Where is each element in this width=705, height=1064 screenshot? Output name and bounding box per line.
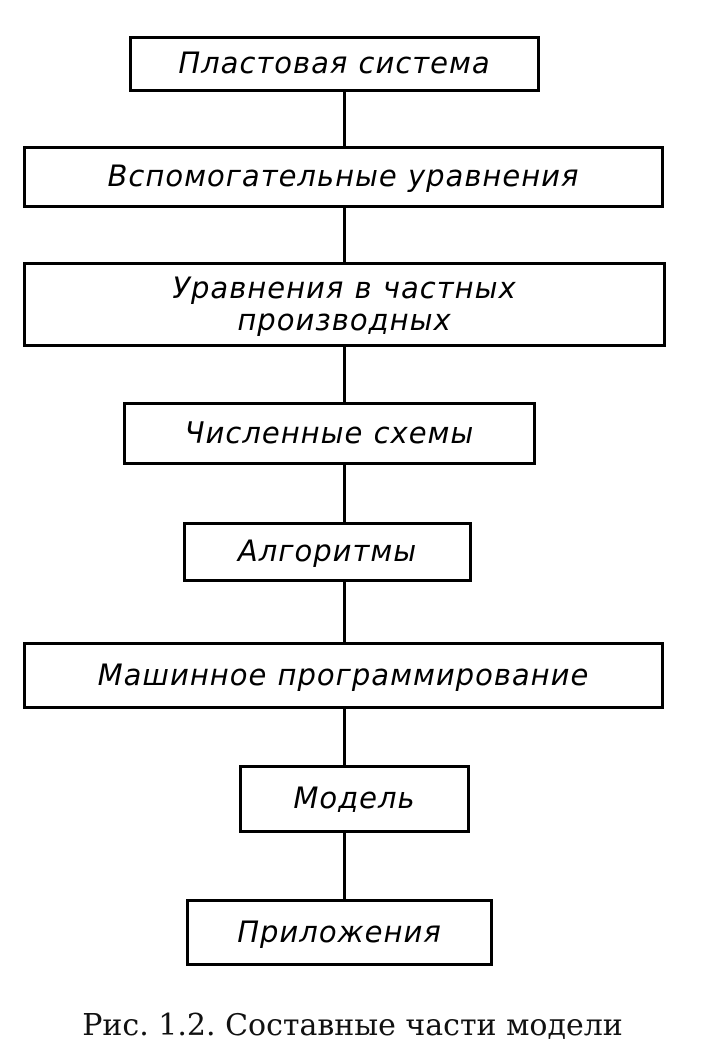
box-numerical-schemes: Численные схемы xyxy=(123,402,536,465)
connector-line xyxy=(343,833,346,899)
box-model: Модель xyxy=(239,765,470,833)
connector-line xyxy=(343,208,346,262)
box-label: Машинное программирование xyxy=(97,657,590,692)
box-label: Вспомогательные уравнения xyxy=(107,159,580,194)
box-label: Численные схемы xyxy=(184,415,475,450)
box-label: Модель xyxy=(293,781,416,816)
box-machine-programming: Машинное программирование xyxy=(23,642,664,709)
box-label-line-1: Уравнения в частных xyxy=(172,270,517,305)
connector-line xyxy=(343,709,346,765)
box-partial-differential-equations: Уравнения в частных производных xyxy=(23,262,666,347)
box-algorithms: Алгоритмы xyxy=(183,522,472,582)
connector-line xyxy=(343,582,346,642)
box-label: Пластовая система xyxy=(178,46,491,81)
box-reservoir-system: Пластовая система xyxy=(129,36,540,92)
connector-line xyxy=(343,347,346,402)
connector-line xyxy=(343,92,346,146)
box-auxiliary-equations: Вспомогательные уравнения xyxy=(23,146,664,208)
box-label-line-2: производных xyxy=(237,302,452,337)
box-label: Алгоритмы xyxy=(237,534,418,569)
figure-caption: Рис. 1.2. Составные части модели xyxy=(82,1008,623,1043)
box-applications: Приложения xyxy=(186,899,493,966)
box-label: Приложения xyxy=(237,914,442,949)
connector-line xyxy=(343,465,346,522)
